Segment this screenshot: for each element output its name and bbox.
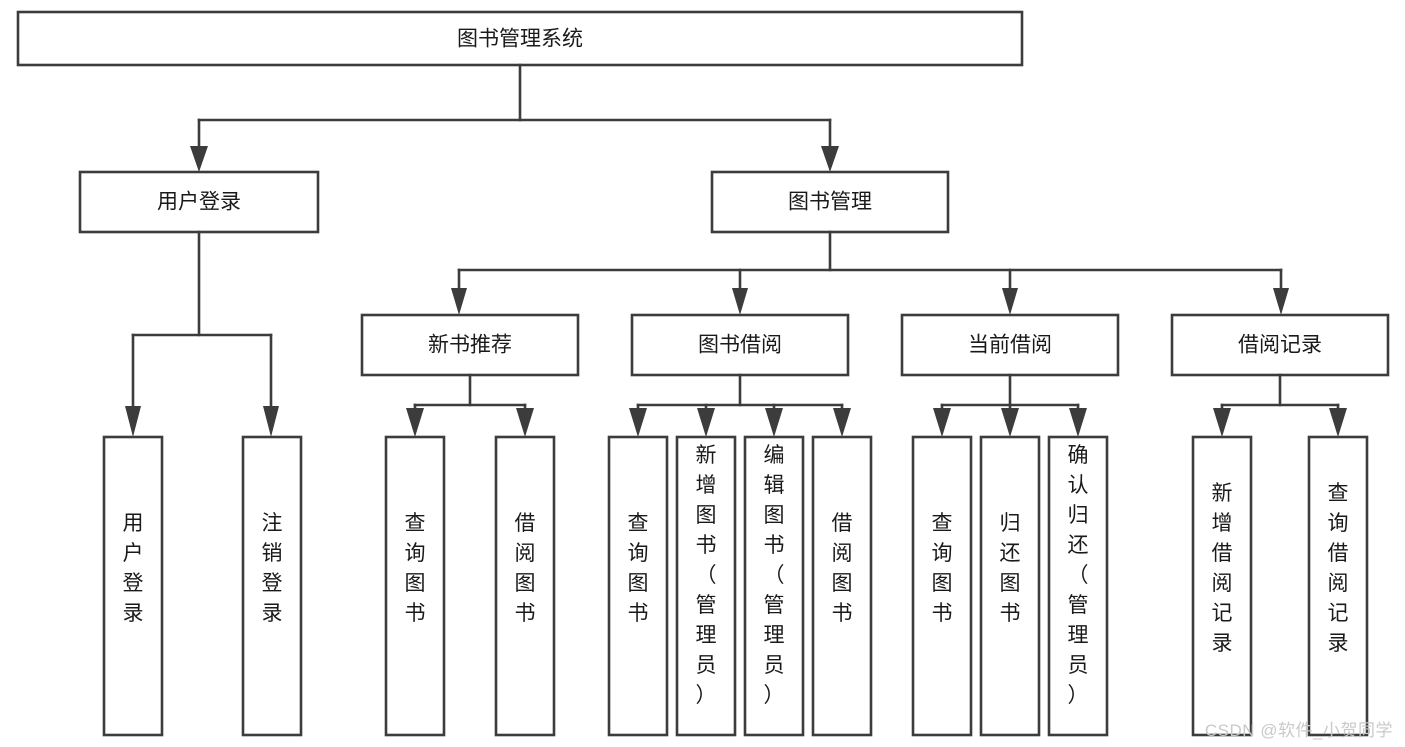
arrow-icon-to-new-book-recommend bbox=[451, 288, 467, 315]
book-borrow-label: 图书借阅 bbox=[698, 334, 782, 357]
root-box-rect bbox=[16, 10, 1024, 67]
leaf-confirm-return-admin-rect bbox=[1047, 435, 1109, 737]
arrow-icon-new-book-leaf-1 bbox=[406, 408, 424, 437]
leaf-logout-label: 注销登录 bbox=[262, 512, 283, 625]
leaf-node-confirm-return-admin[interactable]: 确认归还（管理员） bbox=[1047, 435, 1109, 737]
leaf-node-query-book-recommend[interactable]: 查询图书 bbox=[384, 435, 446, 737]
node-user-login[interactable]: 用户登录 bbox=[78, 170, 320, 234]
csdn-watermark: CSDN @软件_小贺同学 bbox=[1204, 721, 1393, 740]
leaf-add-borrow-record-label: 新增借阅记录 bbox=[1212, 482, 1233, 655]
leaf-borrow-book-rect bbox=[811, 435, 873, 737]
node-borrow-record[interactable]: 借阅记录 bbox=[1170, 313, 1390, 377]
arrow-icon-to-user-login bbox=[190, 146, 208, 172]
user-login-label: 用户登录 bbox=[157, 191, 241, 214]
leaf-query-borrow-record-label: 查询借阅记录 bbox=[1328, 482, 1349, 655]
node-new-book-recommend[interactable]: 新书推荐 bbox=[360, 313, 580, 377]
node-current-borrow[interactable]: 当前借阅 bbox=[900, 313, 1120, 377]
leaf-node-query-book-borrow[interactable]: 查询图书 bbox=[607, 435, 669, 737]
arrow-icon-current-borrow-leaf-1 bbox=[933, 408, 951, 437]
leaf-node-borrow-book-recommend[interactable]: 借阅图书 bbox=[494, 435, 556, 737]
leaf-node-query-book-current[interactable]: 查询图书 bbox=[911, 435, 973, 737]
arrow-icon-user-login-leaf-2 bbox=[263, 406, 279, 437]
arrow-icon-borrow-record-leaf-1 bbox=[1213, 408, 1231, 437]
leaf-query-book-current-rect bbox=[911, 435, 973, 737]
arrow-icon-current-borrow-leaf-3 bbox=[1069, 408, 1087, 437]
leaf-node-user-login[interactable]: 用户登录 bbox=[102, 435, 164, 737]
leaf-node-add-book-admin[interactable]: 新增图书（管理员） bbox=[675, 435, 737, 737]
borrow-record-label: 借阅记录 bbox=[1238, 334, 1322, 357]
leaf-node-return-book[interactable]: 归还图书 bbox=[979, 435, 1041, 737]
root-label: 图书管理系统 bbox=[457, 28, 583, 51]
leaf-edit-book-admin-rect bbox=[743, 435, 805, 737]
leaf-add-book-admin-label: 新增图书（管理员） bbox=[696, 444, 717, 707]
arrow-icon-book-borrow-leaf-3 bbox=[765, 408, 783, 437]
leaf-user-login-label: 用户登录 bbox=[123, 512, 144, 625]
current-borrow-label: 当前借阅 bbox=[968, 334, 1052, 357]
node-book-borrow[interactable]: 图书借阅 bbox=[630, 313, 850, 377]
leaf-add-borrow-record-rect bbox=[1191, 435, 1253, 737]
arrow-icon-user-login-leaf-1 bbox=[125, 406, 141, 437]
borrow-record-box-rect bbox=[1170, 313, 1390, 377]
node-book-management[interactable]: 图书管理 bbox=[710, 170, 950, 234]
arrow-icon-book-borrow-leaf-2 bbox=[697, 408, 715, 437]
leaf-query-book-borrow-rect bbox=[607, 435, 669, 737]
leaf-node-query-borrow-record[interactable]: 查询借阅记录 bbox=[1307, 435, 1369, 737]
leaf-node-borrow-book[interactable]: 借阅图书 bbox=[811, 435, 873, 737]
arrow-icon-borrow-record-leaf-2 bbox=[1329, 408, 1347, 437]
leaf-query-book-recommend-label: 查询图书 bbox=[405, 512, 426, 625]
leaf-user-login-rect bbox=[102, 435, 164, 737]
leaf-borrow-book-recommend-label: 借阅图书 bbox=[515, 512, 536, 625]
arrow-icon-to-current-borrow bbox=[1002, 288, 1018, 315]
book-management-box-rect bbox=[710, 170, 950, 234]
leaf-query-book-recommend-rect bbox=[384, 435, 446, 737]
new-book-recommend-label: 新书推荐 bbox=[428, 334, 512, 357]
leaf-add-book-admin-rect bbox=[675, 435, 737, 737]
leaf-edit-book-admin-label: 编辑图书（管理员） bbox=[764, 444, 785, 707]
leaf-node-edit-book-admin[interactable]: 编辑图书（管理员） bbox=[743, 435, 805, 737]
arrow-icon-book-borrow-leaf-1 bbox=[629, 408, 647, 437]
leaf-return-book-label: 归还图书 bbox=[1000, 512, 1021, 625]
node-root-book-management-system[interactable]: 图书管理系统 bbox=[16, 10, 1024, 67]
arrow-icon-book-borrow-leaf-4 bbox=[833, 408, 851, 437]
leaf-logout-rect bbox=[241, 435, 303, 737]
leaf-node-logout[interactable]: 注销登录 bbox=[241, 435, 303, 737]
leaf-borrow-book-recommend-rect bbox=[494, 435, 556, 737]
leaf-return-book-rect bbox=[979, 435, 1041, 737]
leaf-query-book-current-label: 查询图书 bbox=[932, 512, 953, 625]
leaf-query-borrow-record-rect bbox=[1307, 435, 1369, 737]
new-book-recommend-box-rect bbox=[360, 313, 580, 377]
book-borrow-box-rect bbox=[630, 313, 850, 377]
arrow-icon-current-borrow-leaf-2 bbox=[1001, 408, 1019, 437]
arrow-icon-new-book-leaf-2 bbox=[516, 408, 534, 437]
arrow-icon-to-book-management bbox=[821, 146, 839, 172]
leaf-node-add-borrow-record[interactable]: 新增借阅记录 bbox=[1191, 435, 1253, 737]
arrow-icon-to-borrow-record bbox=[1273, 288, 1289, 315]
book-management-label: 图书管理 bbox=[788, 191, 872, 214]
current-borrow-box-rect bbox=[900, 313, 1120, 377]
leaf-query-book-borrow-label: 查询图书 bbox=[628, 512, 649, 625]
leaf-confirm-return-admin-label: 确认归还（管理员） bbox=[1068, 444, 1089, 707]
leaf-borrow-book-label: 借阅图书 bbox=[832, 512, 853, 625]
arrow-icon-to-book-borrow bbox=[732, 288, 748, 315]
